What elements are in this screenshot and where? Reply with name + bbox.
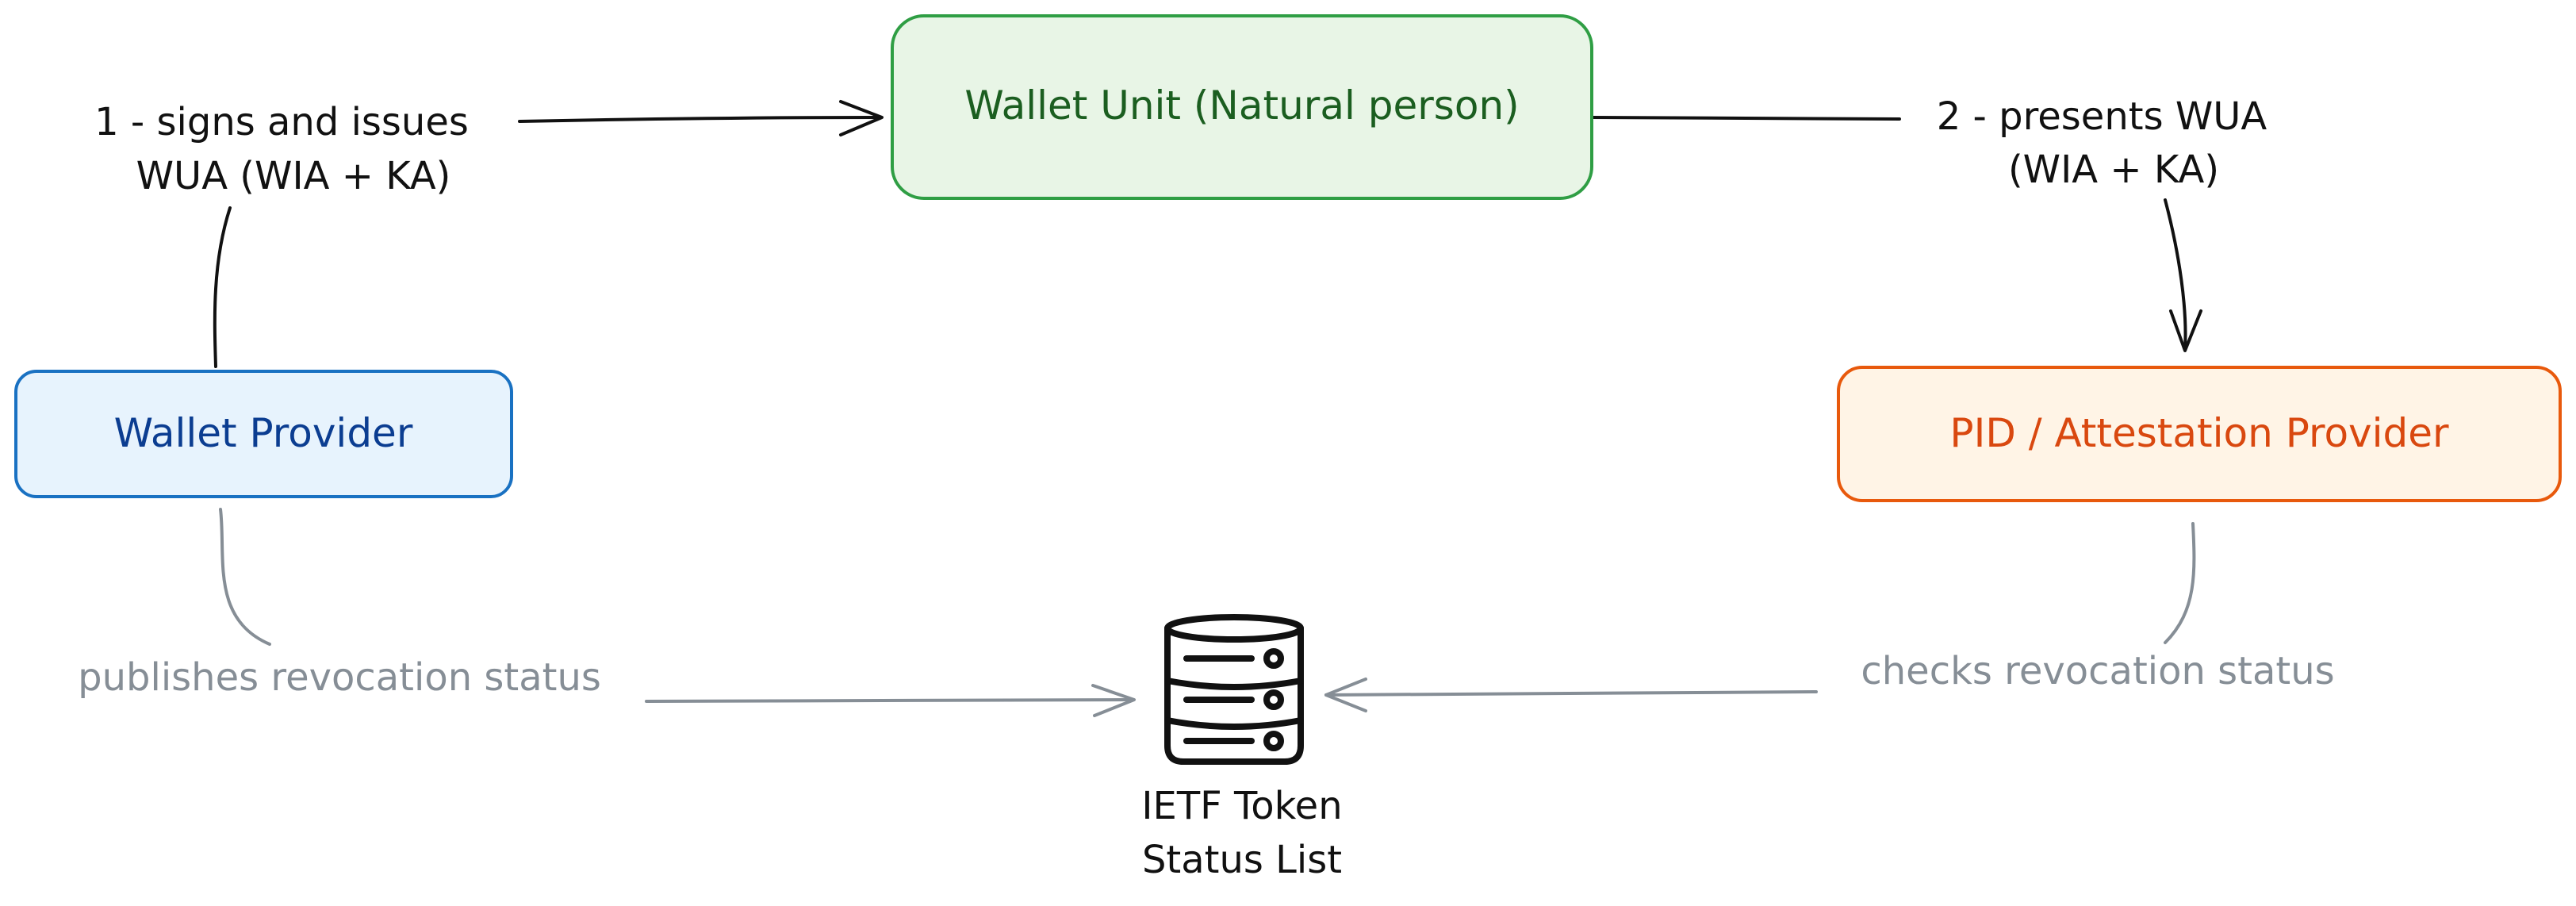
database-dot-2 [1263,689,1284,710]
database-server-icon [1164,614,1304,765]
edge-present-line-lower [2164,198,2187,351]
node-pid-provider-label: PID / Attestation Provider [1949,410,2449,456]
edge-present-label-line2: (WIA + KA) [2008,148,2219,192]
edge-check-arrowhead [1324,678,1367,712]
database-dot-1 [1263,648,1284,669]
edge-publish-line-lower [645,698,1134,703]
edge-issue-arrowhead [839,100,884,136]
node-status-list-label-line1: IETF Token [1141,784,1342,828]
node-wallet-unit-box[interactable] [891,14,1593,200]
node-pid-provider-box[interactable] [1837,366,2562,502]
node-wallet-provider[interactable]: Wallet Provider [14,370,513,498]
database-dot-3 [1263,731,1284,751]
edge-issue: 1 - signs and issues WUA (WIA + KA) [94,100,884,368]
node-status-list-label-line2: Status List [1142,838,1342,882]
edge-check: checks revocation status [1324,522,2335,712]
node-pid-provider[interactable]: PID / Attestation Provider [1837,366,2562,502]
edge-publish-arrowhead [1091,684,1136,717]
edge-issue-label-line1: 1 - signs and issues [94,100,469,144]
edge-issue-line-upper [518,116,882,123]
node-wallet-provider-box[interactable] [14,370,513,498]
edge-check-line-upper [2164,522,2196,644]
node-status-list[interactable]: IETF Token Status List [1141,614,1343,882]
edge-present-arrowhead [2169,309,2202,352]
edge-issue-label-line2: WUA (WIA + KA) [136,154,451,198]
edge-publish-label: publishes revocation status [78,655,601,700]
database-separator-2 [1164,717,1304,730]
node-wallet-unit[interactable]: Wallet Unit (Natural person) [891,14,1593,200]
edge-publish-line-upper [219,508,271,646]
database-body [1164,625,1304,765]
edge-present-line-upper [1590,116,1901,121]
edge-publish: publishes revocation status [78,508,1136,717]
node-wallet-unit-label: Wallet Unit (Natural person) [964,83,1519,129]
database-top-ellipse [1164,614,1304,643]
edge-issue-line-lower [213,206,232,368]
database-separator-1 [1164,678,1304,690]
edge-check-line-lower [1324,690,1818,697]
edge-check-label: checks revocation status [1861,649,2334,693]
edge-present-label-line1: 2 - presents WUA [1937,94,2267,139]
edge-present: 2 - presents WUA (WIA + KA) [1590,94,2267,352]
node-wallet-provider-label: Wallet Provider [114,410,413,456]
